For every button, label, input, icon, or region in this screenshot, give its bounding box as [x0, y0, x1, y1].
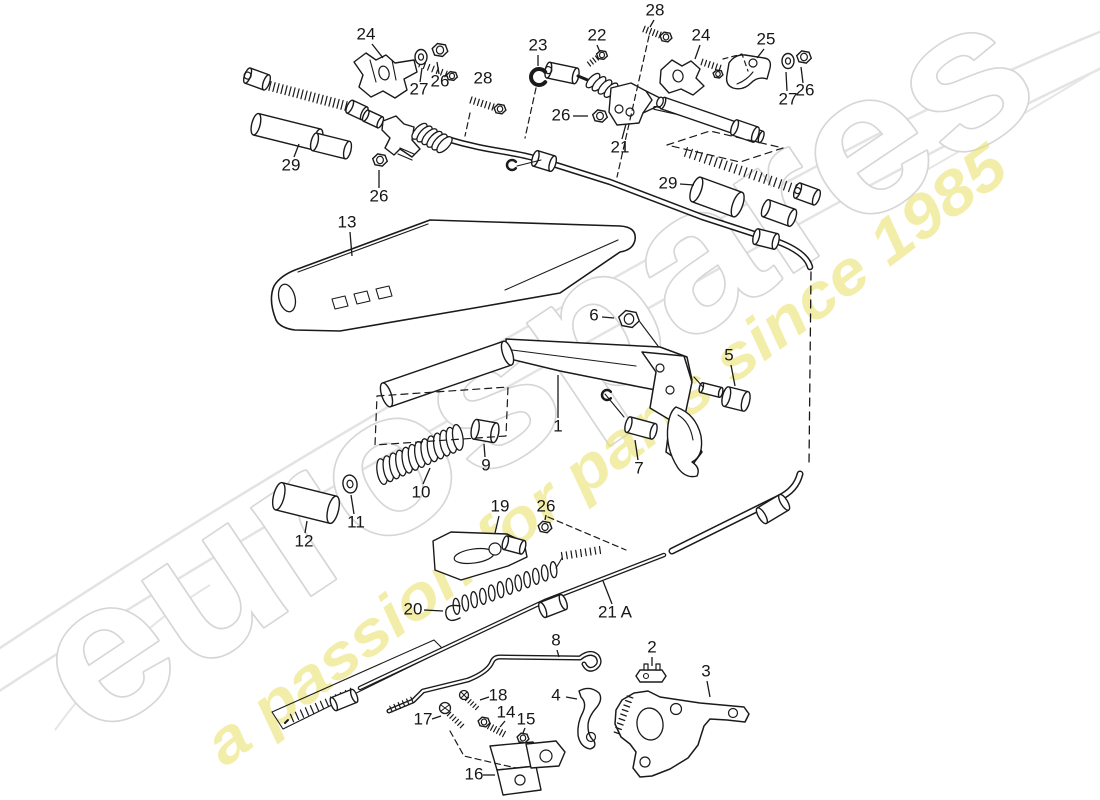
part-label-25[interactable]: 25 [757, 29, 776, 48]
part-label-26-b[interactable]: 26 [796, 80, 815, 99]
part-label-24-right[interactable]: 24 [692, 25, 711, 44]
part-label-16[interactable]: 16 [465, 764, 484, 783]
part-label-7[interactable]: 7 [634, 458, 643, 477]
leader-line [706, 680, 711, 698]
leader-line [436, 61, 440, 75]
part-label-19[interactable]: 19 [491, 496, 510, 515]
part-label-10[interactable]: 10 [412, 482, 431, 501]
part-label-9[interactable]: 9 [481, 455, 490, 474]
part-label-14[interactable]: 14 [497, 702, 516, 721]
part-label-20[interactable]: 20 [404, 599, 423, 618]
part-label-1[interactable]: 1 [553, 416, 562, 435]
leader-line [601, 316, 615, 319]
leader-line [565, 696, 578, 700]
leader-line [800, 66, 804, 84]
part-label-6[interactable]: 6 [589, 305, 598, 324]
part-label-29-left[interactable]: 29 [282, 155, 301, 174]
leader-line [785, 71, 788, 92]
part-label-28-left[interactable]: 28 [474, 68, 493, 87]
part-label-22[interactable]: 22 [588, 25, 607, 44]
leader-line [649, 19, 655, 28]
diagram-linework [242, 25, 822, 796]
part-label-12[interactable]: 12 [295, 531, 314, 550]
part-label-2[interactable]: 2 [647, 637, 656, 656]
leader-line [349, 231, 353, 257]
part-label-17[interactable]: 17 [414, 709, 433, 728]
leader-line [730, 364, 736, 387]
leader-line [422, 467, 431, 485]
leader-line [544, 514, 547, 521]
leader-line [522, 727, 526, 734]
part-label-4[interactable]: 4 [551, 685, 560, 704]
part-label-24-left[interactable]: 24 [357, 24, 376, 43]
part-label-13[interactable]: 13 [338, 212, 357, 231]
part-label-27-right[interactable]: 27 [779, 89, 798, 108]
leader-line [756, 48, 765, 59]
leader-line [602, 580, 613, 605]
leader-line [371, 43, 384, 59]
leader-line [423, 609, 444, 612]
leader-line [556, 649, 560, 658]
swoosh-curve [54, 584, 211, 731]
swoosh-curve [855, 66, 1100, 211]
part-label-26-a[interactable]: 26 [431, 71, 450, 90]
part-label-26-e[interactable]: 26 [537, 496, 556, 515]
leader-line [679, 183, 695, 186]
part-label-26-c[interactable]: 26 [552, 105, 571, 124]
swoosh-curve [0, 67, 1100, 692]
part-label-29-right[interactable]: 29 [659, 173, 678, 192]
part-label-23[interactable]: 23 [529, 35, 548, 54]
part-label-21a[interactable]: 21 A [598, 602, 633, 621]
leader-line [304, 520, 308, 534]
part-label-15[interactable]: 15 [517, 709, 536, 728]
part-label-8[interactable]: 8 [551, 630, 560, 649]
leader-line [694, 44, 701, 60]
leader-line [350, 494, 355, 515]
part-label-5[interactable]: 5 [724, 345, 733, 364]
watermark-layer: eurospares a passion for parts since 198… [0, 0, 1100, 779]
swoosh-curve [0, 30, 1100, 650]
leader-line [419, 67, 423, 83]
part-label-27-left[interactable]: 27 [410, 79, 429, 98]
leader-line [634, 439, 639, 461]
leader-line [483, 443, 486, 458]
leader-line [494, 515, 500, 534]
part-label-28-top[interactable]: 28 [646, 0, 665, 19]
leader-line [596, 44, 601, 53]
part-label-11[interactable]: 11 [347, 512, 365, 531]
leader-line [431, 715, 442, 720]
leader-line [499, 720, 506, 728]
leader-line [479, 696, 490, 701]
part-label-26-d[interactable]: 26 [370, 186, 389, 205]
watermark-brand: eurospares [0, 0, 1073, 779]
leader-line [293, 143, 300, 158]
leader-line [621, 123, 627, 140]
part-label-18[interactable]: 18 [489, 685, 508, 704]
part-label-3[interactable]: 3 [701, 661, 710, 680]
part-label-21[interactable]: 21 [611, 137, 630, 156]
